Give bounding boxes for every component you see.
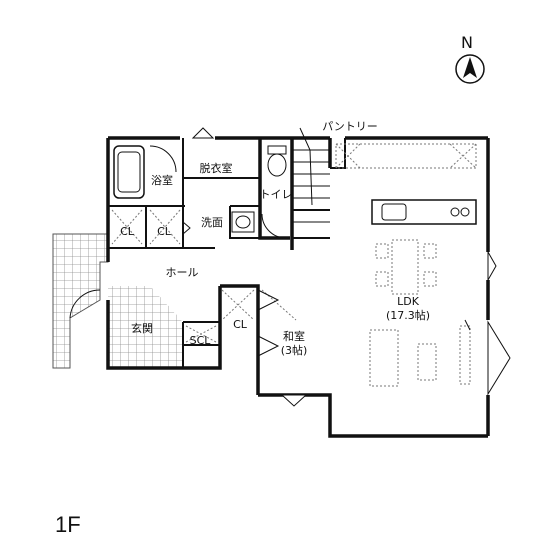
toilet-fixture [267,145,287,177]
north-arrow: N [455,33,485,84]
doors [69,145,287,357]
north-arrow-pointer [463,57,477,78]
label-bath: 浴室 [151,173,173,187]
wash-basin [231,211,255,233]
label-cl-2: CL [157,225,172,238]
kitchen-counter [371,199,477,225]
label-pantry: パントリー [322,120,378,133]
label-cl-3: CL [233,318,248,331]
ldk-furniture [111,143,477,387]
floor-label: 1F [55,512,81,537]
label-ldk-size: (17.3帖) [386,309,430,322]
label-hall: ホール [166,266,199,279]
label-ldk: LDK [397,295,420,308]
label-toilet: トイレ [260,188,293,201]
label-scl: SCL [190,334,212,347]
north-arrow-icon [455,54,485,84]
north-letter: N [461,33,473,52]
bathtub [113,145,145,199]
entrance-tile [108,286,183,368]
label-washroom: 洗面 [201,216,223,229]
label-dressing: 脱衣室 [200,161,233,175]
outdoor-tile-area [52,233,109,369]
label-entrance: 玄関 [131,321,153,335]
staircase [292,127,330,239]
label-washitsu-size: (3帖) [281,344,308,357]
windows [191,127,511,407]
label-cl-1: CL [120,225,135,238]
label-washitsu: 和室 [283,329,305,343]
